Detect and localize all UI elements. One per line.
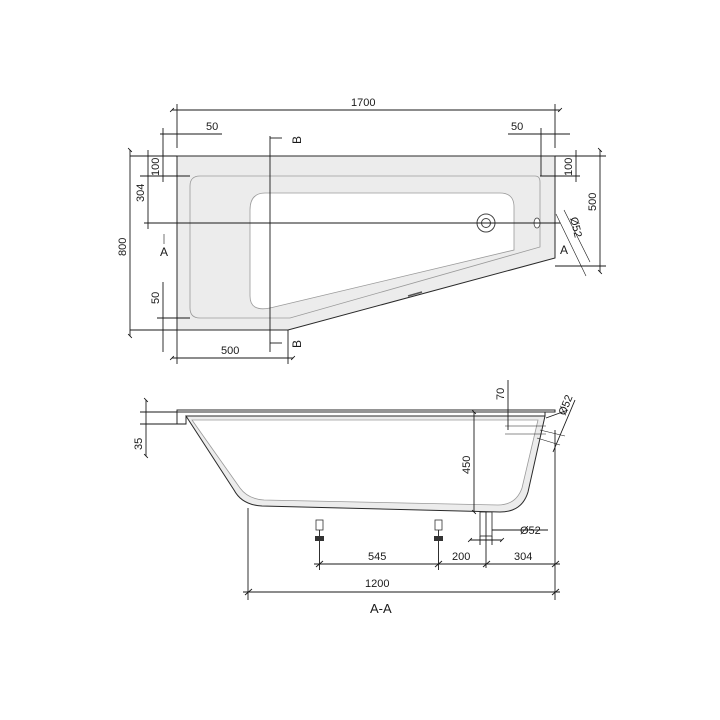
dim-bottom-length: 500 [221,345,239,357]
dim-foot-to-drain: 200 [452,551,470,563]
overflow-pipe-2 [539,429,566,437]
section-label-b-bottom: B [290,340,304,348]
overflow-dim-line [552,399,576,453]
dim-overflow-height: 70 [495,388,507,400]
section-label-a-right: A [560,243,568,257]
dim-rim-bottom: 50 [150,292,162,304]
side-inner [191,419,539,506]
dim-rim-top-right: 100 [563,158,575,176]
section-label-b-top: B [290,136,304,144]
dim-drain-dia: Ø52 [520,525,541,537]
dim-rim-right: 50 [511,121,523,133]
inner-rim [189,175,541,319]
dim-drain-offset: 304 [135,184,147,202]
side-view: Ø52 35 70 450 Ø52 [133,380,576,616]
dim-rim-height: 35 [133,438,145,450]
dim-total-length: 1700 [351,97,375,109]
tick-1200-b [551,588,560,596]
dim-right-width: 500 [587,193,599,211]
tick-200-b [482,560,491,568]
foot-left [315,519,324,541]
dim-base-length: 1200 [365,578,389,590]
tick-1200-a [244,588,253,596]
section-label-aa: A-A [370,601,392,616]
overflow-leader-2 [563,209,591,263]
tick-545-a [315,560,324,568]
dim-rim-left: 50 [206,121,218,133]
tick-545-b [434,560,443,568]
basin-outline [249,192,515,310]
dim-total-width: 800 [117,238,129,256]
handle-mark [407,291,423,297]
section-label-a-left: A [160,245,168,259]
dim-overflow-dia-top: Ø52 [567,216,584,239]
dim-foot-spacing: 545 [368,551,386,563]
foot-right [434,519,443,541]
dim-drain-to-end: 304 [514,551,532,563]
overflow-dim-ext [545,409,569,419]
top-view: A A B B 1700 50 50 800 304 100 50 [117,97,606,364]
dim-depth: 450 [461,456,473,474]
tick-304-b [551,560,560,568]
dim-rim-top-left: 100 [150,158,162,176]
overflow-leader-1 [555,213,587,277]
